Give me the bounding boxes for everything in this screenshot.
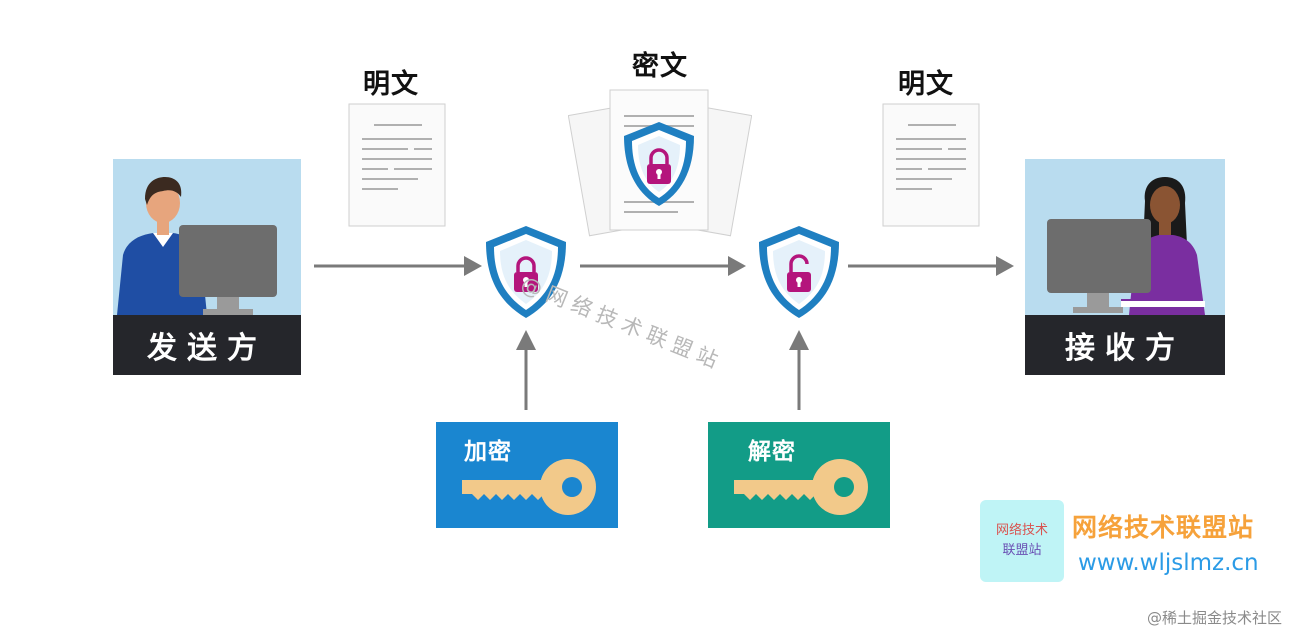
site-url-link[interactable]: www.wljslmz.cn xyxy=(1078,550,1259,576)
ciphertext-label: 密文 xyxy=(632,51,688,82)
plaintext-document-right xyxy=(882,103,980,227)
decrypt-key-icon xyxy=(734,459,868,515)
sender-label: 发送方 xyxy=(113,315,301,375)
site-name: 网络技术联盟站 xyxy=(1072,513,1255,542)
site-logo: 网络技术 联盟站 xyxy=(980,500,1064,582)
site-logo-line-2: 联盟站 xyxy=(1002,543,1042,558)
ciphertext-document-stack xyxy=(568,89,752,237)
decrypt-key-card: 解密 xyxy=(708,422,890,528)
encrypt-key-label: 加密 xyxy=(464,439,512,465)
sender-person-at-computer-icon xyxy=(117,177,277,315)
receiver-panel: 接收方 xyxy=(1025,159,1225,375)
plaintext-label-right: 明文 xyxy=(898,69,954,100)
decrypt-shield-icon xyxy=(759,226,839,318)
plaintext-label-left: 明文 xyxy=(363,69,419,100)
plaintext-document-left xyxy=(348,103,446,227)
decrypt-key-label: 解密 xyxy=(748,439,796,465)
receiver-label: 接收方 xyxy=(1025,315,1225,375)
credit-text: @稀土掘金技术社区 xyxy=(1146,609,1282,627)
encrypt-shield-icon xyxy=(486,226,566,318)
encrypt-key-card: 加密 xyxy=(436,422,618,528)
sender-panel: 发送方 xyxy=(113,159,301,375)
receiver-person-at-computer-icon xyxy=(1047,177,1205,315)
encrypt-key-icon xyxy=(462,459,596,515)
site-logo-line-1: 网络技术 xyxy=(995,523,1048,538)
